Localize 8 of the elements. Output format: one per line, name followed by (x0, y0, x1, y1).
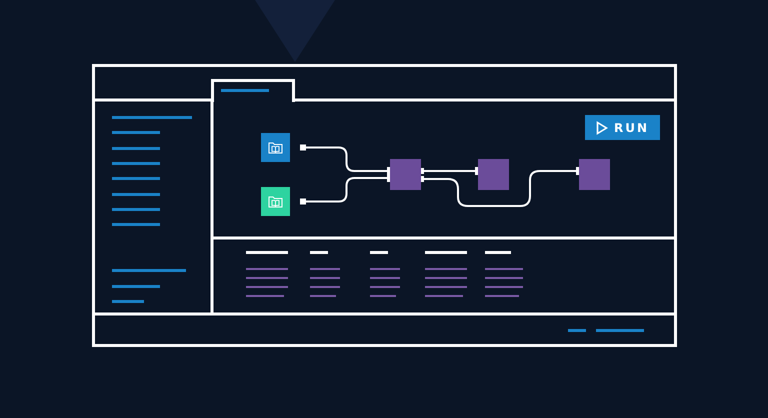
connector-line (300, 174, 390, 204)
tool-tile (579, 159, 610, 190)
tool-tile (478, 159, 509, 190)
connector-line (300, 144, 390, 175)
data-input-tile (261, 187, 290, 216)
run-button: RUN (585, 115, 660, 140)
data-input-tile (261, 133, 290, 162)
tool-tile (390, 159, 421, 190)
